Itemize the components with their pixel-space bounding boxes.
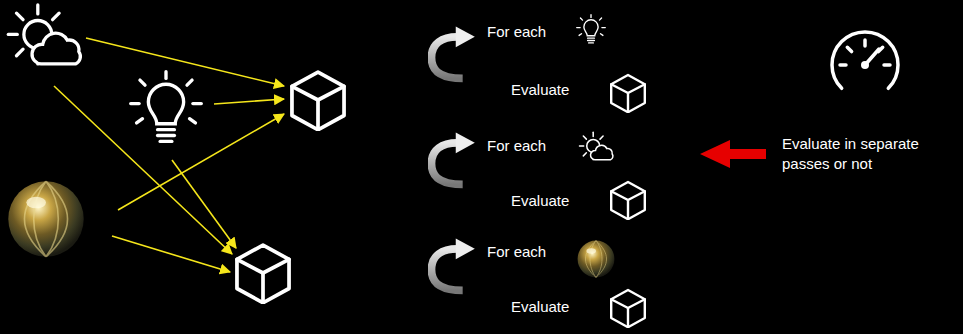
evaluate-label: Evaluate [511, 191, 569, 211]
loop-label: For each [487, 22, 546, 42]
loop-label: For each [487, 242, 546, 262]
note-text: Evaluate in separate passes or not [782, 134, 932, 174]
evaluate-label: Evaluate [511, 80, 569, 100]
evaluate-label: Evaluate [511, 297, 569, 317]
loop-label: For each [487, 136, 546, 156]
